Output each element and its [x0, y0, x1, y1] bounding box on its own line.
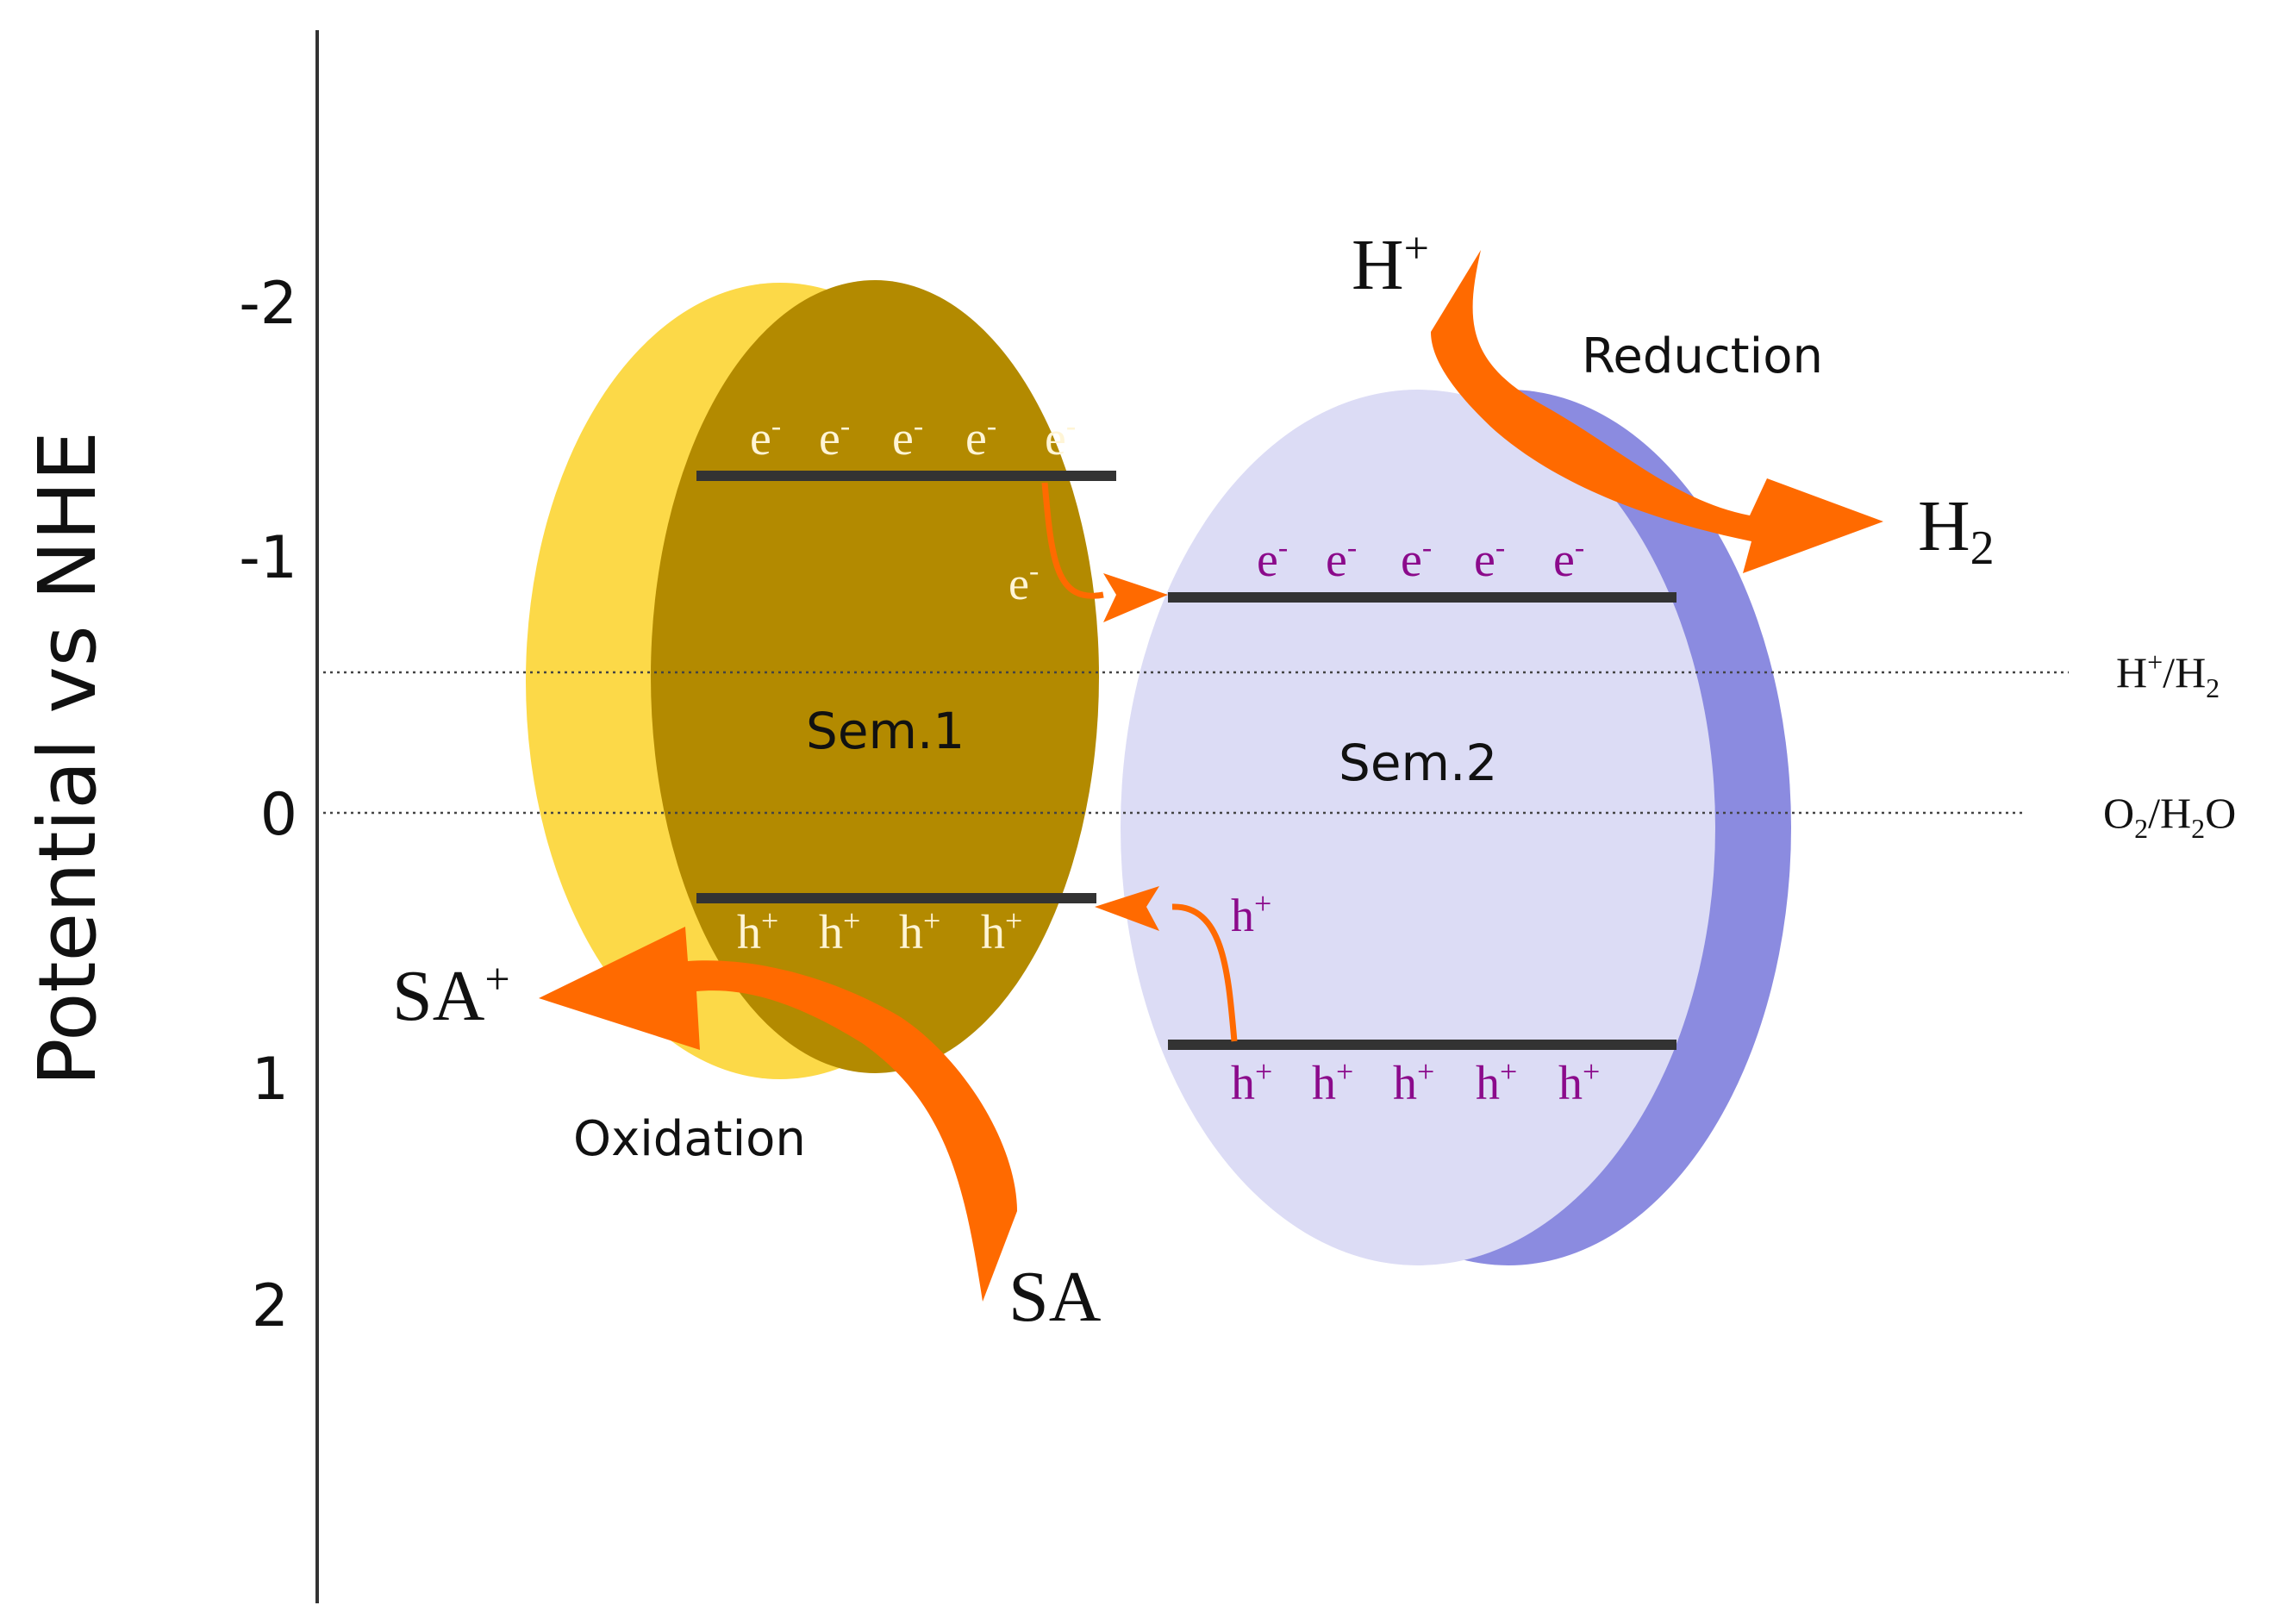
- sem2-hole: h+: [1558, 1054, 1600, 1110]
- sem2-hole: h+: [1393, 1054, 1434, 1110]
- tick-label-1: 1: [252, 1046, 289, 1114]
- tick-label-0: 0: [260, 781, 297, 849]
- tick-label-minus-2: -2: [239, 270, 297, 338]
- o-couple-label: O2/H2O: [2103, 789, 2236, 844]
- sem1-electron: e-: [1045, 410, 1076, 465]
- reduction-label: Reduction: [1582, 328, 1823, 384]
- sem2-electron: e-: [1326, 532, 1357, 587]
- h-couple-label: H+/H2: [2116, 646, 2220, 703]
- transfer-hole-label: h+: [1231, 886, 1271, 941]
- sem1-electron: e-: [750, 410, 781, 465]
- sem2-electron: e-: [1401, 532, 1432, 587]
- sem2-electron: e-: [1257, 532, 1288, 587]
- reduction-arrow: [1431, 250, 1883, 573]
- sem1-hole: h+: [737, 903, 778, 959]
- reduction-reactant: H+: [1352, 224, 1429, 305]
- hole-transfer-arrowhead: [1095, 886, 1159, 931]
- oxidation-arrow: [539, 927, 1017, 1302]
- transfer-electron-label: e-: [1008, 555, 1039, 609]
- sem2-electron: e-: [1553, 532, 1584, 587]
- sem2-label: Sem.2: [1339, 734, 1497, 792]
- electron-transfer-arrow: [1041, 482, 1104, 599]
- sem1-electron: e-: [892, 410, 923, 465]
- oxidation-reactant: SA: [1008, 1257, 1102, 1337]
- sem1-hole-row: h+ h+ h+ h+: [737, 903, 1022, 959]
- sem1-hole: h+: [899, 903, 940, 959]
- axis-label: Potential vs NHE: [22, 431, 114, 1086]
- oxidation-product: SA+: [392, 955, 510, 1036]
- reduction-product: H2: [1918, 486, 1995, 575]
- sem2-electron-row: e- e- e- e- e-: [1257, 532, 1584, 587]
- tick-label-minus-1: -1: [239, 524, 297, 592]
- sem2-hole-row: h+ h+ h+ h+ h+: [1231, 1054, 1600, 1110]
- sem2-electron: e-: [1474, 532, 1505, 587]
- tick-label-2: 2: [252, 1272, 289, 1340]
- hole-transfer-arrow: [1171, 903, 1238, 1042]
- sem1-electron: e-: [819, 410, 850, 465]
- sem1-hole: h+: [819, 903, 860, 959]
- sem2-hole: h+: [1231, 1054, 1272, 1110]
- sem1-face: [651, 280, 1099, 1073]
- sem1-label: Sem.1: [806, 702, 965, 760]
- oxidation-label: Oxidation: [573, 1111, 806, 1167]
- sem1-electron: e-: [965, 410, 996, 465]
- sem2-hole: h+: [1476, 1054, 1517, 1110]
- sem2-hole: h+: [1312, 1054, 1353, 1110]
- sem1-hole: h+: [981, 903, 1022, 959]
- sem1-electron-row: e- e- e- e- e-: [750, 410, 1076, 465]
- electron-transfer-arrowhead: [1103, 573, 1168, 622]
- sem2-face: [1121, 390, 1715, 1265]
